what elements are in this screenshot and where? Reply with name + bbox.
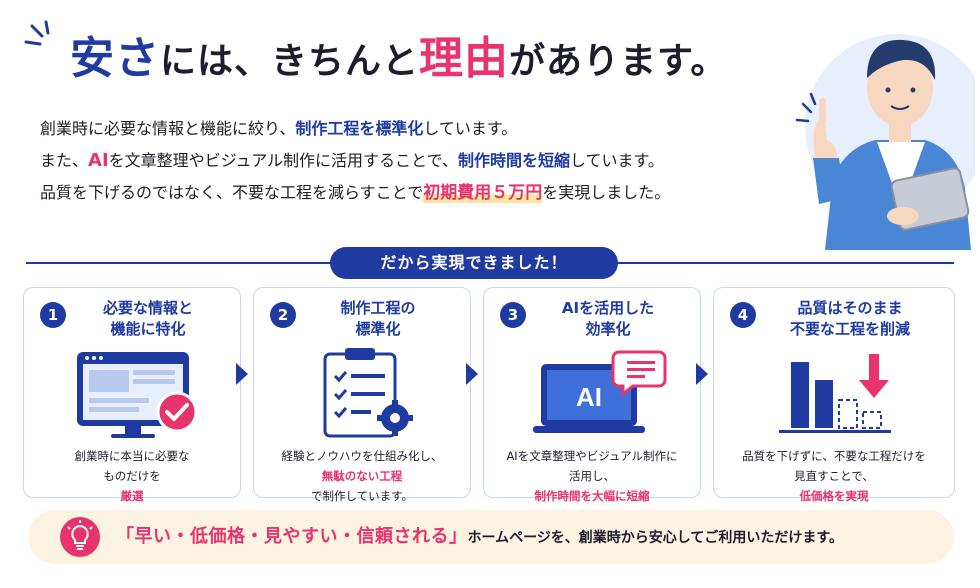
- section-title: だから実現できました！: [330, 247, 618, 279]
- step-heading-line-1: 制作工程の: [340, 299, 416, 317]
- intro-line-1-c: しています。: [423, 119, 518, 138]
- person-with-tablet-illustration: [795, 34, 975, 250]
- step-heading-line-2: 機能に特化: [110, 320, 186, 338]
- lightbulb-icon: [60, 517, 100, 557]
- step-desc-2a: 見直すことで、: [794, 469, 874, 483]
- arrow-right-icon: [696, 363, 708, 385]
- intro-line-1: 創業時に必要な情報と機能に絞り、制作工程を標準化しています。: [40, 118, 780, 150]
- intro-line-3: 品質を下げるのではなく、不要な工程を減らすことで初期費用５万円を実現しました。: [40, 182, 780, 214]
- step-card-1: 1 必要な情報と 機能に特化 創業時に本当に必要な ものだけを厳選しています。: [23, 287, 241, 523]
- title-part-reason: 理由: [419, 33, 510, 84]
- banner-text: 「早い・低価格・見やすい・信頼される」ホームページを、創業時から安心してご利用い…: [116, 510, 843, 564]
- step-desc-2b: 低価格を実現: [799, 489, 869, 503]
- accent-lines-icon: [24, 20, 50, 46]
- step-desc-line-1: 創業時に本当に必要な: [74, 449, 190, 463]
- intro-line-3-c: を実現しました。: [542, 183, 671, 202]
- intro-line-3-a: 品質を下げるのではなく、不要な工程を減らすことで: [40, 183, 424, 202]
- title-part-cheap: 安さ: [70, 33, 160, 84]
- step-heading-line-2: 効率化: [585, 320, 631, 338]
- step-heading: 必要な情報と 機能に特化: [64, 298, 232, 340]
- step-desc-line-1: 経験とノウハウを仕組み化し、: [281, 449, 443, 463]
- step-desc-2b: 制作時間を大幅に短縮: [534, 489, 650, 503]
- intro-text: 創業時に必要な情報と機能に絞り、制作工程を標準化しています。 また、AIを文章整…: [40, 118, 780, 214]
- ai-laptop-icon: AI: [533, 350, 667, 433]
- headline-area: 安さには、きちんと理由があります。: [24, 14, 784, 114]
- step-desc-line-1: AIを文章整理やビジュアル制作に: [506, 449, 678, 463]
- bottom-banner: 「早い・低価格・見やすい・信頼される」ホームページを、創業時から安心してご利用い…: [28, 510, 954, 564]
- step-card-3: 3 AIを活用した 効率化 AI AIを文章整理やビジュアル制作に 活用し、制作…: [483, 287, 701, 523]
- title-part-middle: には、きちんと: [160, 41, 420, 82]
- intro-line-2-b: AI: [88, 150, 109, 171]
- intro-line-2-a: また、: [40, 151, 89, 170]
- intro-line-2-c: を文章整理やビジュアル制作に活用することで、: [108, 151, 458, 170]
- section-rule-left: [26, 262, 336, 264]
- step-heading-line-2: 不要な工程を削減: [789, 320, 910, 338]
- banner-emphasis: 「早い・低価格・見やすい・信頼される」: [116, 526, 468, 547]
- step-description: 経験とノウハウを仕組み化し、 無駄のない工程で制作しています。: [260, 446, 464, 506]
- step-heading: 品質はそのまま 不要な工程を削減: [754, 298, 946, 340]
- step-number: 4: [730, 302, 756, 328]
- step-heading-line-2: 標準化: [355, 320, 401, 338]
- intro-line-2-d: 制作時間を短縮: [457, 151, 570, 170]
- banner-rest: ホームページを、創業時から安心してご利用いただけます。: [467, 530, 843, 546]
- step-card-2: 2 制作工程の 標準化 経験とノウハウを仕組み化し、 無駄のない工程で制作してい…: [253, 287, 471, 503]
- intro-line-2: また、AIを文章整理やビジュアル制作に活用することで、制作時間を短縮しています。: [40, 150, 780, 182]
- ai-label: AI: [576, 382, 602, 412]
- clipboard-gear-icon: [323, 348, 413, 438]
- step-desc-2a: ものだけを: [103, 469, 161, 483]
- step-heading-line-1: 必要な情報と: [102, 299, 193, 317]
- step-card-4: 4 品質はそのまま 不要な工程を削減 品質を下げずに、不要な工程だけを 見直すこ…: [713, 287, 955, 523]
- step-heading-line-1: 品質はそのまま: [797, 299, 903, 317]
- step-heading: 制作工程の 標準化: [294, 298, 462, 340]
- step-number: 3: [500, 302, 526, 328]
- arrow-right-icon: [466, 363, 478, 385]
- step-heading-line-1: AIを活用した: [561, 299, 655, 317]
- step-desc-2b: 無駄のない工程: [321, 469, 403, 483]
- arrow-right-icon: [236, 363, 248, 385]
- step-description: AIを文章整理やビジュアル制作に 活用し、制作時間を大幅に短縮。: [490, 446, 694, 526]
- title-part-end: があります。: [509, 41, 728, 82]
- intro-line-1-b: 制作工程を標準化: [295, 119, 424, 138]
- step-desc-2b: 厳選: [120, 489, 144, 503]
- intro-line-1-a: 創業時に必要な情報と機能に絞り、: [40, 119, 296, 138]
- bar-chart-down-icon: [779, 354, 891, 433]
- step-number: 2: [270, 302, 296, 328]
- step-heading: AIを活用した 効率化: [524, 298, 692, 340]
- intro-line-2-e: しています。: [569, 151, 664, 170]
- page-title: 安さには、きちんと理由があります。: [70, 22, 727, 86]
- step-desc-2a: 活用し、: [569, 469, 615, 483]
- step-desc-line-1: 品質を下げずに、不要な工程だけを: [742, 449, 926, 463]
- section-rule-right: [612, 262, 954, 264]
- step-number: 1: [40, 302, 66, 328]
- browser-check-icon: [77, 352, 198, 438]
- step-desc-2c: で制作しています。: [310, 489, 413, 503]
- intro-line-3-b: 初期費用５万円: [423, 183, 543, 203]
- step-desc-line-2: 無駄のない工程で制作しています。: [260, 466, 464, 506]
